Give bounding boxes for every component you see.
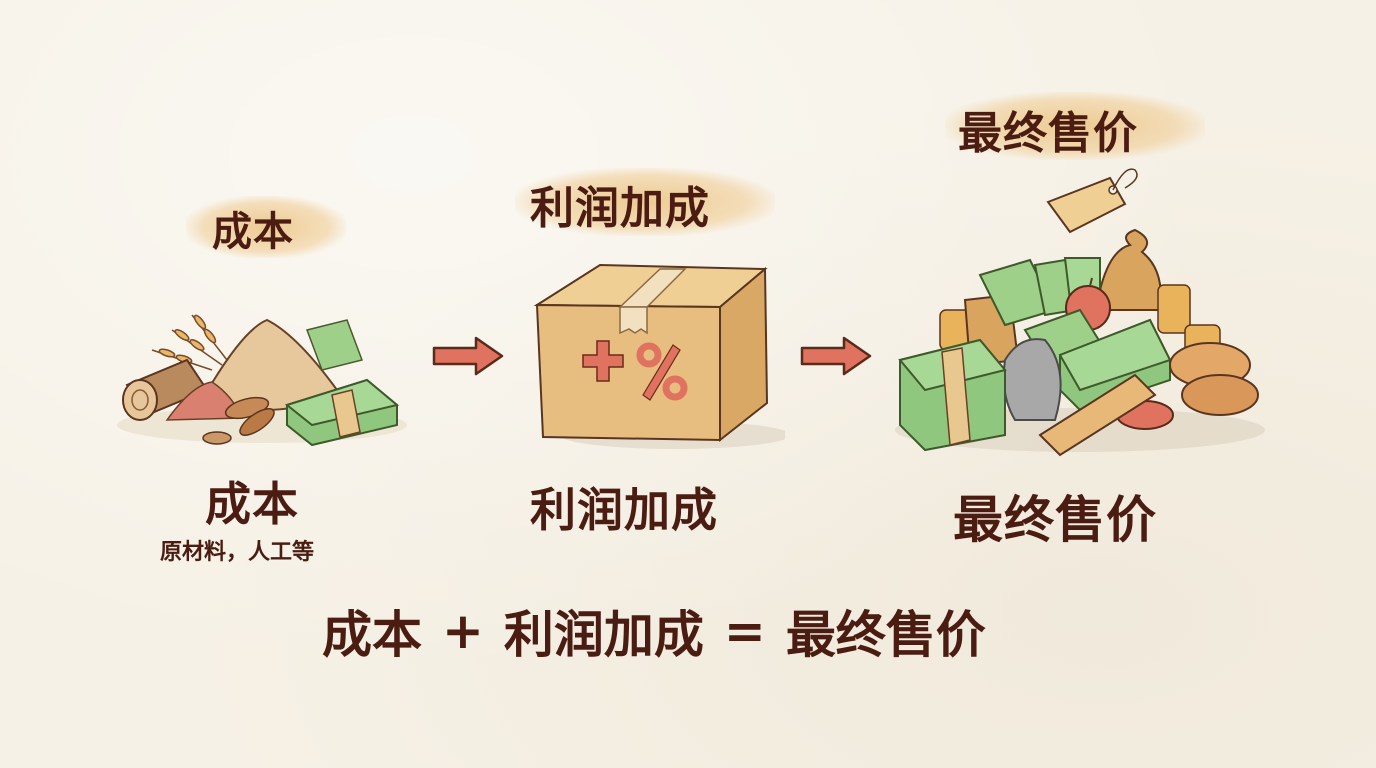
stage-final-price-bottom-label: 最终售价 <box>953 491 1157 549</box>
formula-term-cost: 成本 <box>322 606 422 664</box>
formula-plus-operator: + <box>442 602 484 660</box>
stage-cost-bottom-label: 成本 <box>205 477 299 531</box>
final-price-illustration <box>880 160 1270 460</box>
stage-markup-bottom-label: 利润加成 <box>530 483 718 537</box>
highlight-final-price <box>945 92 1205 160</box>
formula: 成本 + 利润加成 = 最终售价 <box>322 596 986 666</box>
arrow-right-icon <box>430 334 506 378</box>
formula-result-final-price: 最终售价 <box>785 606 986 664</box>
price-tag-icon <box>1046 168 1138 234</box>
arrow-right-icon <box>798 334 874 378</box>
stage-cost-top-label: 成本 <box>212 209 294 255</box>
stage-final-price-top-label: 最终售价 <box>958 108 1138 159</box>
formula-equals-operator: = <box>723 602 766 660</box>
stage-cost-sub-label: 原材料，人工等 <box>160 540 315 565</box>
highlight-cost <box>186 196 346 258</box>
cardboard-box-illustration <box>525 255 785 455</box>
stage-markup-top-label: 利润加成 <box>530 183 710 234</box>
formula-term-markup: 利润加成 <box>503 606 704 664</box>
highlight-markup <box>515 168 775 236</box>
cost-illustration <box>112 290 412 450</box>
